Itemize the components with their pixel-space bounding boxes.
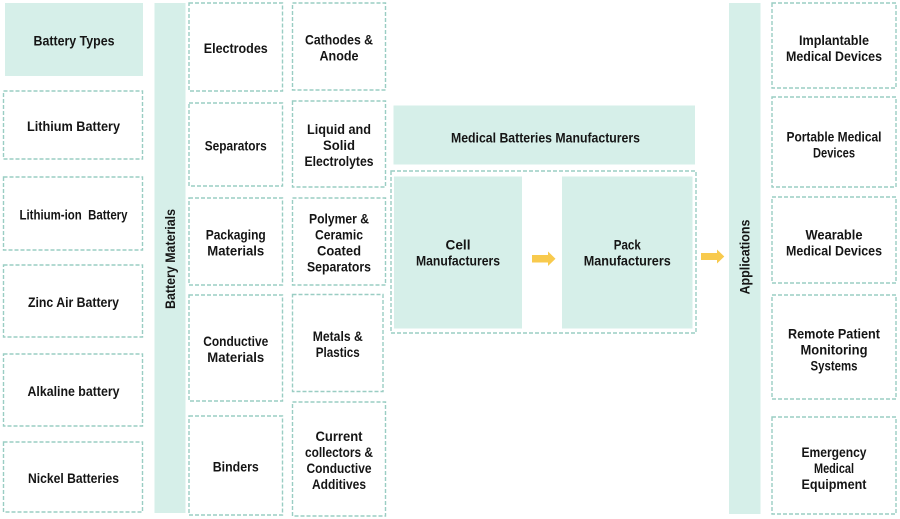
svg-text:collectors &: collectors &	[305, 444, 373, 460]
svg-text:Implantable: Implantable	[799, 32, 869, 48]
svg-text:Conductive: Conductive	[307, 460, 372, 476]
svg-text:Nickel Batteries: Nickel Batteries	[28, 470, 119, 486]
svg-text:Coated: Coated	[317, 243, 361, 259]
svg-text:Pack: Pack	[614, 237, 641, 253]
svg-text:Manufacturers: Manufacturers	[416, 253, 500, 269]
svg-text:Medical Devices: Medical Devices	[786, 48, 882, 64]
svg-text:Lithium-ion Battery: Lithium-ion Battery	[20, 207, 128, 223]
svg-text:Applications: Applications	[737, 219, 753, 294]
svg-text:Battery Materials: Battery Materials	[162, 209, 178, 309]
svg-text:Lithium Battery: Lithium Battery	[27, 118, 120, 134]
svg-text:Additives: Additives	[312, 476, 366, 492]
svg-text:Wearable: Wearable	[806, 227, 863, 243]
svg-text:Medical Batteries Manufacturer: Medical Batteries Manufacturers	[451, 129, 640, 145]
svg-text:Liquid and: Liquid and	[307, 121, 371, 137]
svg-text:Cell: Cell	[446, 237, 471, 253]
svg-text:Remote Patient: Remote Patient	[788, 326, 880, 342]
svg-text:Polymer &: Polymer &	[309, 211, 369, 227]
svg-text:Current: Current	[316, 428, 363, 444]
svg-text:Packaging: Packaging	[206, 227, 266, 243]
svg-text:Devices: Devices	[813, 145, 855, 161]
svg-text:Materials: Materials	[207, 243, 264, 259]
svg-text:Monitoring: Monitoring	[801, 342, 868, 358]
svg-text:Alkaline battery: Alkaline battery	[28, 383, 120, 399]
svg-text:Conductive: Conductive	[203, 333, 268, 349]
svg-text:Anode: Anode	[320, 48, 359, 64]
svg-text:Plastics: Plastics	[316, 344, 360, 360]
svg-text:Manufacturers: Manufacturers	[584, 253, 671, 269]
svg-text:Zinc Air Battery: Zinc Air Battery	[28, 294, 119, 310]
svg-text:Metals &: Metals &	[313, 328, 363, 344]
svg-text:Separators: Separators	[307, 259, 371, 275]
svg-text:Portable Medical: Portable Medical	[787, 129, 882, 145]
svg-text:Equipment: Equipment	[802, 476, 867, 492]
svg-text:Solid: Solid	[323, 137, 355, 153]
svg-text:Cathodes &: Cathodes &	[305, 32, 373, 48]
svg-text:Medical: Medical	[814, 460, 854, 476]
svg-text:Ceramic: Ceramic	[315, 227, 363, 243]
svg-text:Separators: Separators	[205, 138, 267, 154]
svg-text:Electrodes: Electrodes	[204, 40, 268, 56]
svg-text:Binders: Binders	[213, 459, 259, 475]
svg-text:Battery Types: Battery Types	[34, 33, 115, 49]
svg-text:Electrolytes: Electrolytes	[305, 153, 374, 169]
svg-text:Emergency: Emergency	[802, 444, 867, 460]
svg-text:Systems: Systems	[811, 358, 858, 374]
svg-text:Medical Devices: Medical Devices	[786, 243, 882, 259]
svg-text:Materials: Materials	[207, 349, 264, 365]
